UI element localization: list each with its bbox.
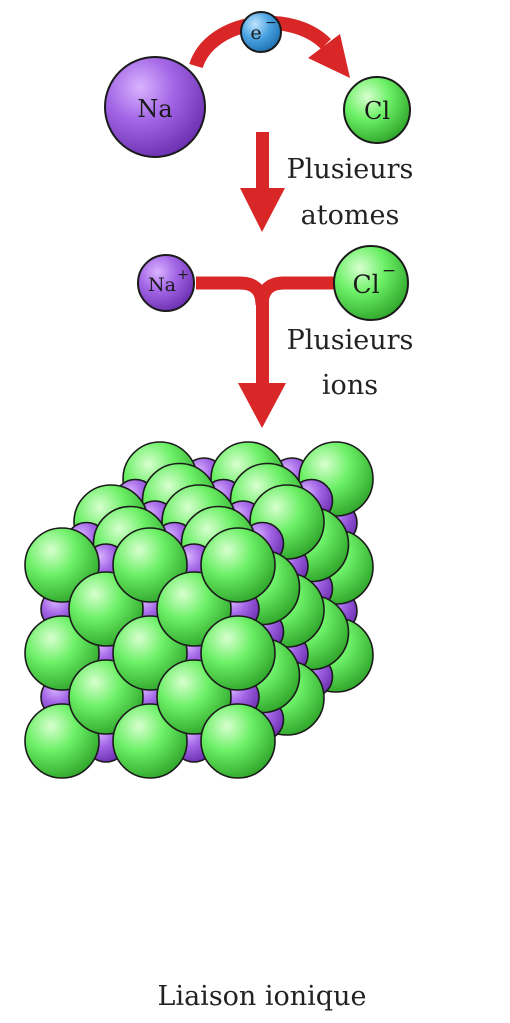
sodium-ion-label: Na bbox=[148, 274, 176, 296]
sodium-ion: Na + bbox=[137, 254, 195, 312]
step1-arrow-head bbox=[240, 188, 285, 232]
sodium-atom-label: Na bbox=[137, 95, 172, 123]
chlorine-atom: Cl bbox=[343, 76, 411, 144]
electron-label: e bbox=[250, 22, 261, 44]
chlorine-atom-label: Cl bbox=[364, 97, 390, 125]
electron-charge: − bbox=[265, 15, 277, 31]
lattice-chloride-ion bbox=[200, 527, 276, 603]
nacl-crystal-lattice bbox=[24, 441, 374, 779]
electron-transfer-arrow-head bbox=[308, 34, 350, 78]
step1-label-line2: atomes bbox=[301, 200, 400, 231]
chlorine-ion: Cl − bbox=[333, 245, 409, 321]
lattice-chloride-ion bbox=[200, 703, 276, 779]
step2-arrow-head bbox=[238, 383, 286, 428]
step1-label-line1: Plusieurs bbox=[287, 154, 414, 185]
step2-arrow-shaft bbox=[256, 300, 269, 385]
sodium-ion-charge: + bbox=[177, 267, 189, 283]
sodium-atom: Na bbox=[104, 56, 206, 158]
step2-label-line1: Plusieurs bbox=[287, 325, 414, 356]
chlorine-ion-label: Cl bbox=[352, 270, 379, 299]
chlorine-ion-charge: − bbox=[382, 261, 396, 281]
step2-label-line2: ions bbox=[322, 370, 378, 401]
electron: e − bbox=[240, 11, 282, 53]
caption: Liaison ionique bbox=[158, 981, 367, 1012]
step1-arrow-shaft bbox=[256, 132, 269, 190]
lattice-chloride-ion bbox=[200, 615, 276, 691]
